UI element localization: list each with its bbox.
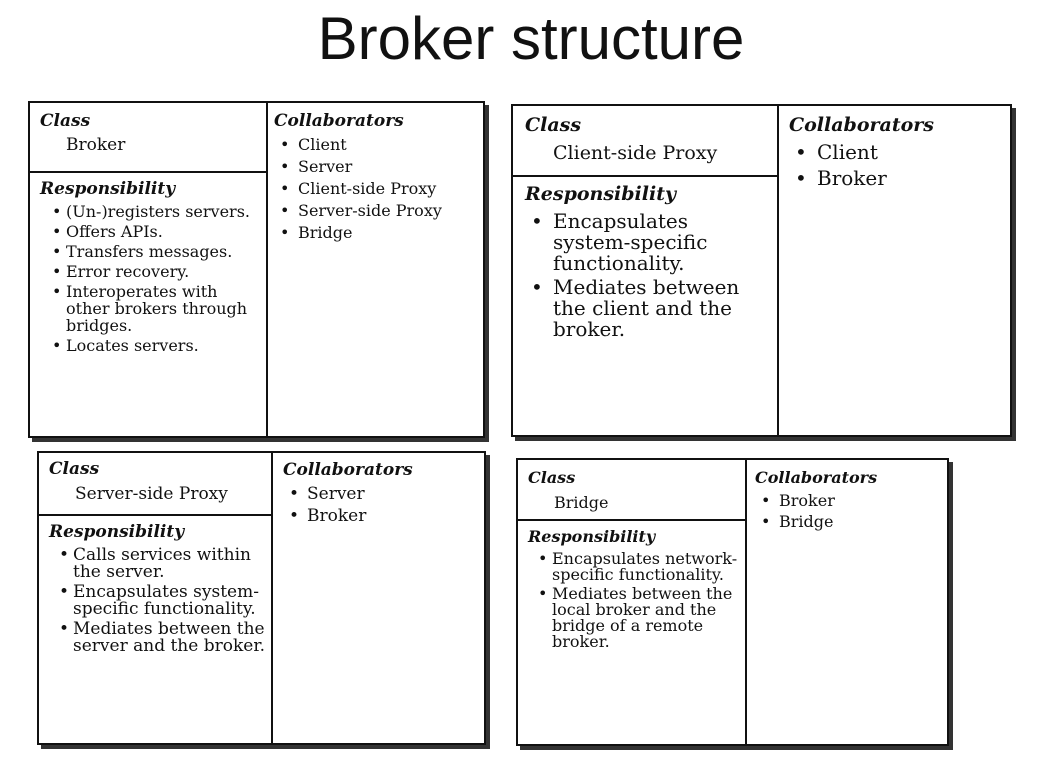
responsibility-heading: Responsibility — [40, 179, 176, 199]
collaborator-list: Client Server Client-side Proxy Server-s… — [268, 131, 483, 243]
collaborators-heading: Collaborators — [274, 111, 404, 131]
card-left-panel: Class Server-side Proxy Responsibility C… — [39, 453, 273, 743]
responsibility-item: Mediates between the local broker and th… — [538, 586, 739, 650]
collaborator-item: Client-side Proxy — [280, 179, 483, 199]
responsibility-item: Offers APIs. — [52, 223, 260, 240]
collaborator-item: Bridge — [761, 512, 947, 531]
crc-card-client-side-proxy: Class Client-side Proxy Responsibility E… — [511, 104, 1012, 437]
responsibility-heading: Responsibility — [525, 183, 677, 205]
responsibility-item: Transfers messages. — [52, 243, 260, 260]
card-right-panel: Collaborators Client Server Client-side … — [268, 103, 483, 436]
collaborator-item: Server — [280, 157, 483, 177]
class-heading: Class — [40, 111, 91, 131]
class-heading: Class — [49, 459, 100, 479]
collaborator-item: Broker — [795, 166, 1010, 190]
responsibility-item: Calls services within the server. — [59, 547, 265, 581]
responsibility-item: Mediates between the client and the brok… — [531, 277, 769, 340]
collaborators-heading: Collaborators — [789, 114, 934, 136]
collaborator-item: Bridge — [280, 223, 483, 243]
card-right-panel: Collaborators Client Broker — [779, 106, 1010, 435]
collaborator-list: Broker Bridge — [747, 487, 947, 531]
responsibility-list: Encapsulates system-specific functionali… — [513, 205, 777, 340]
class-name: Broker — [66, 135, 126, 155]
page-title: Broker structure — [317, 5, 745, 72]
card-left-panel: Class Broker Responsibility (Un-)registe… — [30, 103, 268, 436]
collaborator-item: Client — [280, 135, 483, 155]
responsibility-item: Interoperates with other brokers through… — [52, 283, 260, 334]
collaborator-item: Server-side Proxy — [280, 201, 483, 221]
crc-card-bridge: Class Bridge Responsibility Encapsulates… — [516, 458, 949, 746]
collaborators-heading: Collaborators — [283, 460, 413, 480]
collaborators-heading: Collaborators — [755, 468, 878, 487]
responsibility-list: Calls services within the server. Encaps… — [39, 542, 271, 655]
class-name: Server-side Proxy — [75, 484, 228, 504]
crc-card-broker: Class Broker Responsibility (Un-)registe… — [28, 101, 485, 438]
class-section: Class Broker — [30, 103, 266, 173]
responsibility-item: Mediates between the server and the brok… — [59, 621, 265, 655]
card-right-panel: Collaborators Server Broker — [273, 453, 484, 743]
responsibility-list: Encapsulates network-specific functional… — [518, 546, 745, 650]
responsibility-heading: Responsibility — [528, 527, 656, 546]
responsibility-item: Locates servers. — [52, 337, 260, 354]
collaborator-list: Client Broker — [779, 136, 1010, 190]
responsibility-heading: Responsibility — [49, 522, 185, 542]
class-heading: Class — [525, 114, 582, 136]
collaborator-item: Broker — [761, 491, 947, 510]
class-section: Class Client-side Proxy — [513, 106, 777, 177]
collaborator-item: Server — [289, 484, 484, 504]
card-left-panel: Class Client-side Proxy Responsibility E… — [513, 106, 779, 435]
responsibility-item: Encapsulates system-specific functionali… — [59, 584, 265, 618]
responsibility-item: Encapsulates network-specific functional… — [538, 551, 739, 583]
crc-card-server-side-proxy: Class Server-side Proxy Responsibility C… — [37, 451, 486, 745]
responsibility-item: Error recovery. — [52, 263, 260, 280]
responsibility-list: (Un-)registers servers. Offers APIs. Tra… — [30, 199, 266, 354]
collaborator-item: Broker — [289, 506, 484, 526]
collaborator-list: Server Broker — [273, 480, 484, 526]
responsibility-item: (Un-)registers servers. — [52, 203, 260, 220]
class-section: Class Server-side Proxy — [39, 453, 271, 516]
card-left-panel: Class Bridge Responsibility Encapsulates… — [518, 460, 747, 744]
class-name: Client-side Proxy — [553, 142, 718, 164]
class-heading: Class — [528, 468, 576, 487]
class-name: Bridge — [554, 493, 609, 512]
card-right-panel: Collaborators Broker Bridge — [747, 460, 947, 744]
collaborator-item: Client — [795, 140, 1010, 164]
responsibility-item: Encapsulates system-specific functionali… — [531, 211, 769, 274]
class-section: Class Bridge — [518, 460, 745, 521]
